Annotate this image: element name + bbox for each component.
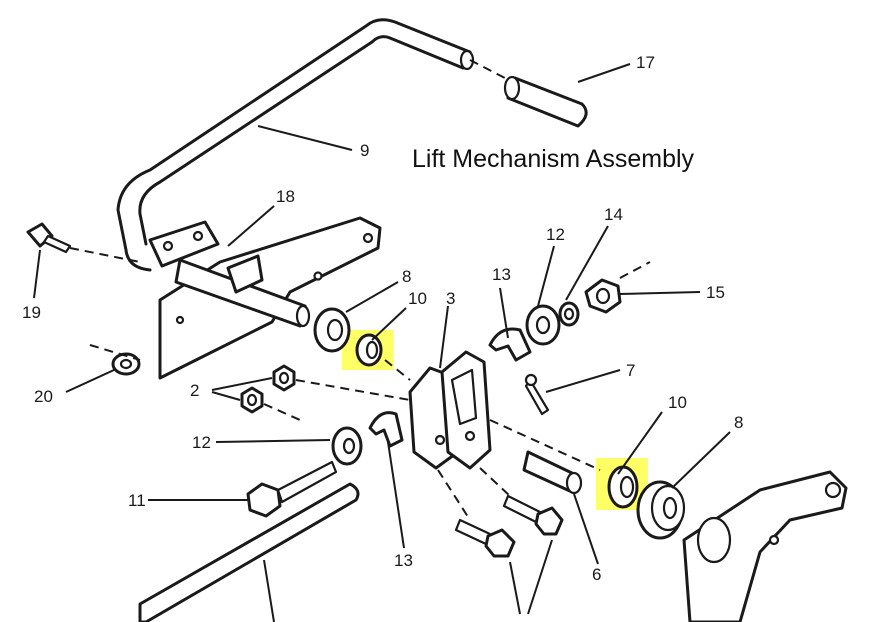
- bracket-dashed-upper: [384, 359, 411, 381]
- callout-13-upper: 13: [492, 265, 511, 284]
- long-rod: [138, 482, 360, 622]
- clip-13-upper: [488, 327, 532, 362]
- grip-dashed-line: [469, 59, 506, 79]
- callout-8-upper: 8: [402, 267, 411, 286]
- handle-grip: [503, 75, 588, 128]
- bolt-dashed-left: [437, 469, 471, 521]
- washer-12-upper: [525, 304, 561, 346]
- lift-arm: [682, 470, 848, 622]
- bolt-11: [246, 460, 338, 518]
- bolt-lower-left: [454, 518, 516, 558]
- bolt-19: [26, 222, 72, 254]
- bolt-19-dashed: [69, 247, 141, 263]
- cotter-pin-7: [524, 373, 550, 416]
- callout-11: 11: [128, 491, 146, 510]
- callout-6: 6: [592, 565, 601, 584]
- nut-20-dashed: [89, 344, 141, 361]
- callout-20: 20: [34, 387, 53, 406]
- leader-lines: [33, 63, 731, 622]
- lockwasher-14: [558, 301, 580, 327]
- washer-10-lower: [607, 465, 639, 509]
- callout-10-lower: 10: [668, 393, 687, 412]
- clip-13-lower: [368, 411, 404, 448]
- callout-8-lower: 8: [734, 413, 743, 432]
- nut-15: [584, 278, 622, 314]
- callout-12-upper: 12: [546, 225, 565, 244]
- bolt-lower-right: [502, 494, 564, 536]
- lift-bracket-3: [408, 350, 492, 470]
- diagram-title: Lift Mechanism Assembly: [412, 145, 695, 173]
- callout-2: 2: [190, 381, 199, 400]
- nut-2-dashed-upper: [295, 379, 411, 401]
- callout-17: 17: [636, 53, 655, 72]
- callout-13-lower: 13: [394, 551, 413, 570]
- pivot-tube: [148, 220, 311, 328]
- pin-6: [522, 450, 583, 495]
- washer-10-upper: [355, 333, 383, 367]
- callout-3: 3: [446, 289, 455, 308]
- lift-handle-tube: [116, 18, 475, 272]
- callout-14: 14: [604, 205, 623, 224]
- nut-20: [111, 352, 141, 376]
- callout-12-lower: 12: [192, 433, 211, 452]
- bracket-dashed-lower: [489, 419, 601, 471]
- callout-15: 15: [706, 283, 725, 302]
- nut-2-dashed-lower: [263, 403, 301, 421]
- nut-2-upper: [272, 364, 296, 392]
- callout-7: 7: [626, 361, 635, 380]
- spacer-8-lower: [636, 480, 686, 540]
- bolt-dashed-right: [479, 467, 511, 497]
- nut-2-lower: [240, 386, 264, 414]
- callout-18: 18: [276, 187, 295, 206]
- callout-9: 9: [360, 141, 369, 160]
- nut-15-dashed: [619, 261, 651, 279]
- callout-10-upper: 10: [408, 289, 427, 308]
- washer-12-lower: [331, 426, 363, 466]
- callout-19: 19: [22, 303, 41, 322]
- spacer-8-upper: [313, 307, 351, 353]
